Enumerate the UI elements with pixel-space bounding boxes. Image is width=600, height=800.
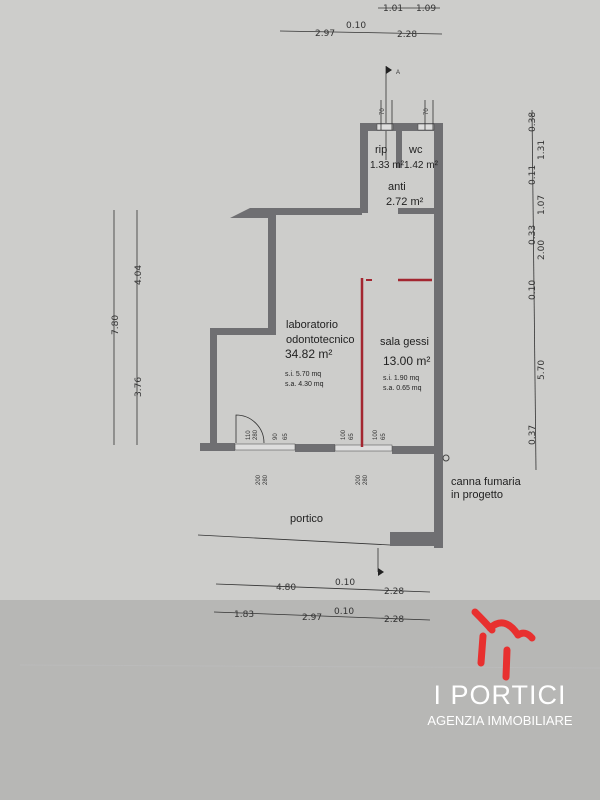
svg-text:1.01: 1.01 [383, 4, 403, 14]
svg-text:2.97: 2.97 [302, 613, 322, 623]
svg-text:s.i. 5.70 mq: s.i. 5.70 mq [285, 371, 321, 378]
svg-text:0.37: 0.37 [528, 425, 538, 445]
dimension-top: 1.01 1.09 2.97 0.10 2.28 [279, 4, 443, 40]
room-anti: anti 2.72 m² [386, 181, 424, 208]
svg-text:90: 90 [273, 433, 279, 440]
svg-text:A: A [396, 70, 400, 76]
svg-text:0.33: 0.33 [528, 225, 538, 245]
svg-text:4.80: 4.80 [276, 583, 296, 593]
svg-text:0.10: 0.10 [335, 578, 355, 588]
svg-text:100: 100 [373, 429, 379, 440]
svg-text:1.33 m²: 1.33 m² [370, 160, 405, 171]
svg-text:100: 100 [341, 429, 347, 440]
svg-text:2.28: 2.28 [384, 615, 404, 625]
svg-text:0.38: 0.38 [528, 112, 538, 132]
svg-text:0.10: 0.10 [334, 607, 354, 617]
room-laboratorio: laboratorio odontotecnico 34.82 m² s.i. … [285, 319, 355, 388]
svg-text:1.42 m²: 1.42 m² [404, 160, 439, 171]
svg-text:s.a. 0.65 mq: s.a. 0.65 mq [383, 385, 422, 392]
svg-text:odontotecnico: odontotecnico [286, 334, 355, 346]
svg-text:0.10: 0.10 [346, 21, 366, 31]
svg-text:0.11: 0.11 [528, 165, 538, 185]
svg-text:1.07: 1.07 [537, 195, 547, 215]
dimension-bottom-1: 4.80 0.10 2.28 [215, 578, 431, 597]
svg-text:sala gessi: sala gessi [380, 336, 429, 348]
dimension-left: 7.80 4.04 3.76 [111, 210, 144, 445]
svg-text:wc: wc [408, 144, 423, 156]
svg-text:7.80: 7.80 [111, 315, 121, 335]
svg-text:13.00 m²: 13.00 m² [383, 354, 430, 368]
svg-text:280: 280 [263, 474, 269, 485]
brand-logo-icon [471, 608, 536, 681]
walls [200, 123, 443, 548]
svg-text:200: 200 [356, 474, 362, 485]
svg-text:4.04: 4.04 [134, 265, 144, 285]
brand-subtitle: AGENZIA IMMOBILIARE [427, 713, 573, 728]
svg-text:2.00: 2.00 [537, 240, 547, 260]
room-sala-gessi: sala gessi 13.00 m² s.i. 1.90 mq s.a. 0.… [380, 336, 430, 392]
svg-text:canna fumaria: canna fumaria [451, 476, 522, 488]
svg-text:280: 280 [363, 474, 369, 485]
svg-text:anti: anti [388, 181, 406, 193]
opening-labels: 110 280 90 65 100 65 100 65 200 280 200 … [246, 429, 387, 485]
svg-text:3.76: 3.76 [134, 377, 144, 397]
svg-text:0.10: 0.10 [528, 280, 538, 300]
svg-text:5.70: 5.70 [537, 360, 547, 380]
svg-text:34.82 m²: 34.82 m² [285, 347, 332, 361]
svg-text:65: 65 [381, 433, 387, 440]
chimney-note: canna fumaria in progetto [442, 454, 522, 501]
svg-text:65: 65 [349, 433, 355, 440]
svg-text:rip: rip [375, 144, 387, 156]
svg-text:2.97: 2.97 [315, 29, 335, 39]
svg-text:280: 280 [253, 429, 259, 440]
svg-text:110: 110 [246, 430, 252, 440]
svg-text:s.i. 1.90 mq: s.i. 1.90 mq [383, 375, 419, 382]
svg-text:70: 70 [424, 108, 430, 115]
svg-text:2.72 m²: 2.72 m² [386, 196, 424, 208]
svg-text:2.28: 2.28 [397, 30, 417, 40]
section-marker-top: A [385, 66, 400, 160]
svg-text:200: 200 [256, 474, 262, 485]
room-portico: portico [290, 513, 323, 525]
dimension-bottom-2: 1.83 2.97 0.10 2.28 [213, 607, 431, 625]
svg-text:70: 70 [380, 108, 386, 115]
room-rip: rip 1.33 m² [370, 144, 405, 171]
dimension-right: 0.38 0.11 1.31 1.07 0.33 2.00 0.10 5.70 … [528, 109, 547, 471]
svg-text:2.28: 2.28 [384, 587, 404, 597]
svg-text:1.31: 1.31 [537, 140, 547, 160]
svg-text:in progetto: in progetto [451, 489, 503, 501]
svg-text:s.a. 4.30 mq: s.a. 4.30 mq [285, 381, 324, 388]
svg-text:1.09: 1.09 [416, 4, 436, 14]
brand-name: I PORTICI [433, 680, 567, 710]
svg-text:65: 65 [283, 433, 289, 440]
windows: 70 70 [234, 100, 435, 452]
svg-text:laboratorio: laboratorio [286, 319, 338, 331]
svg-text:1.83: 1.83 [234, 610, 254, 620]
room-wc: wc 1.42 m² [404, 144, 439, 171]
